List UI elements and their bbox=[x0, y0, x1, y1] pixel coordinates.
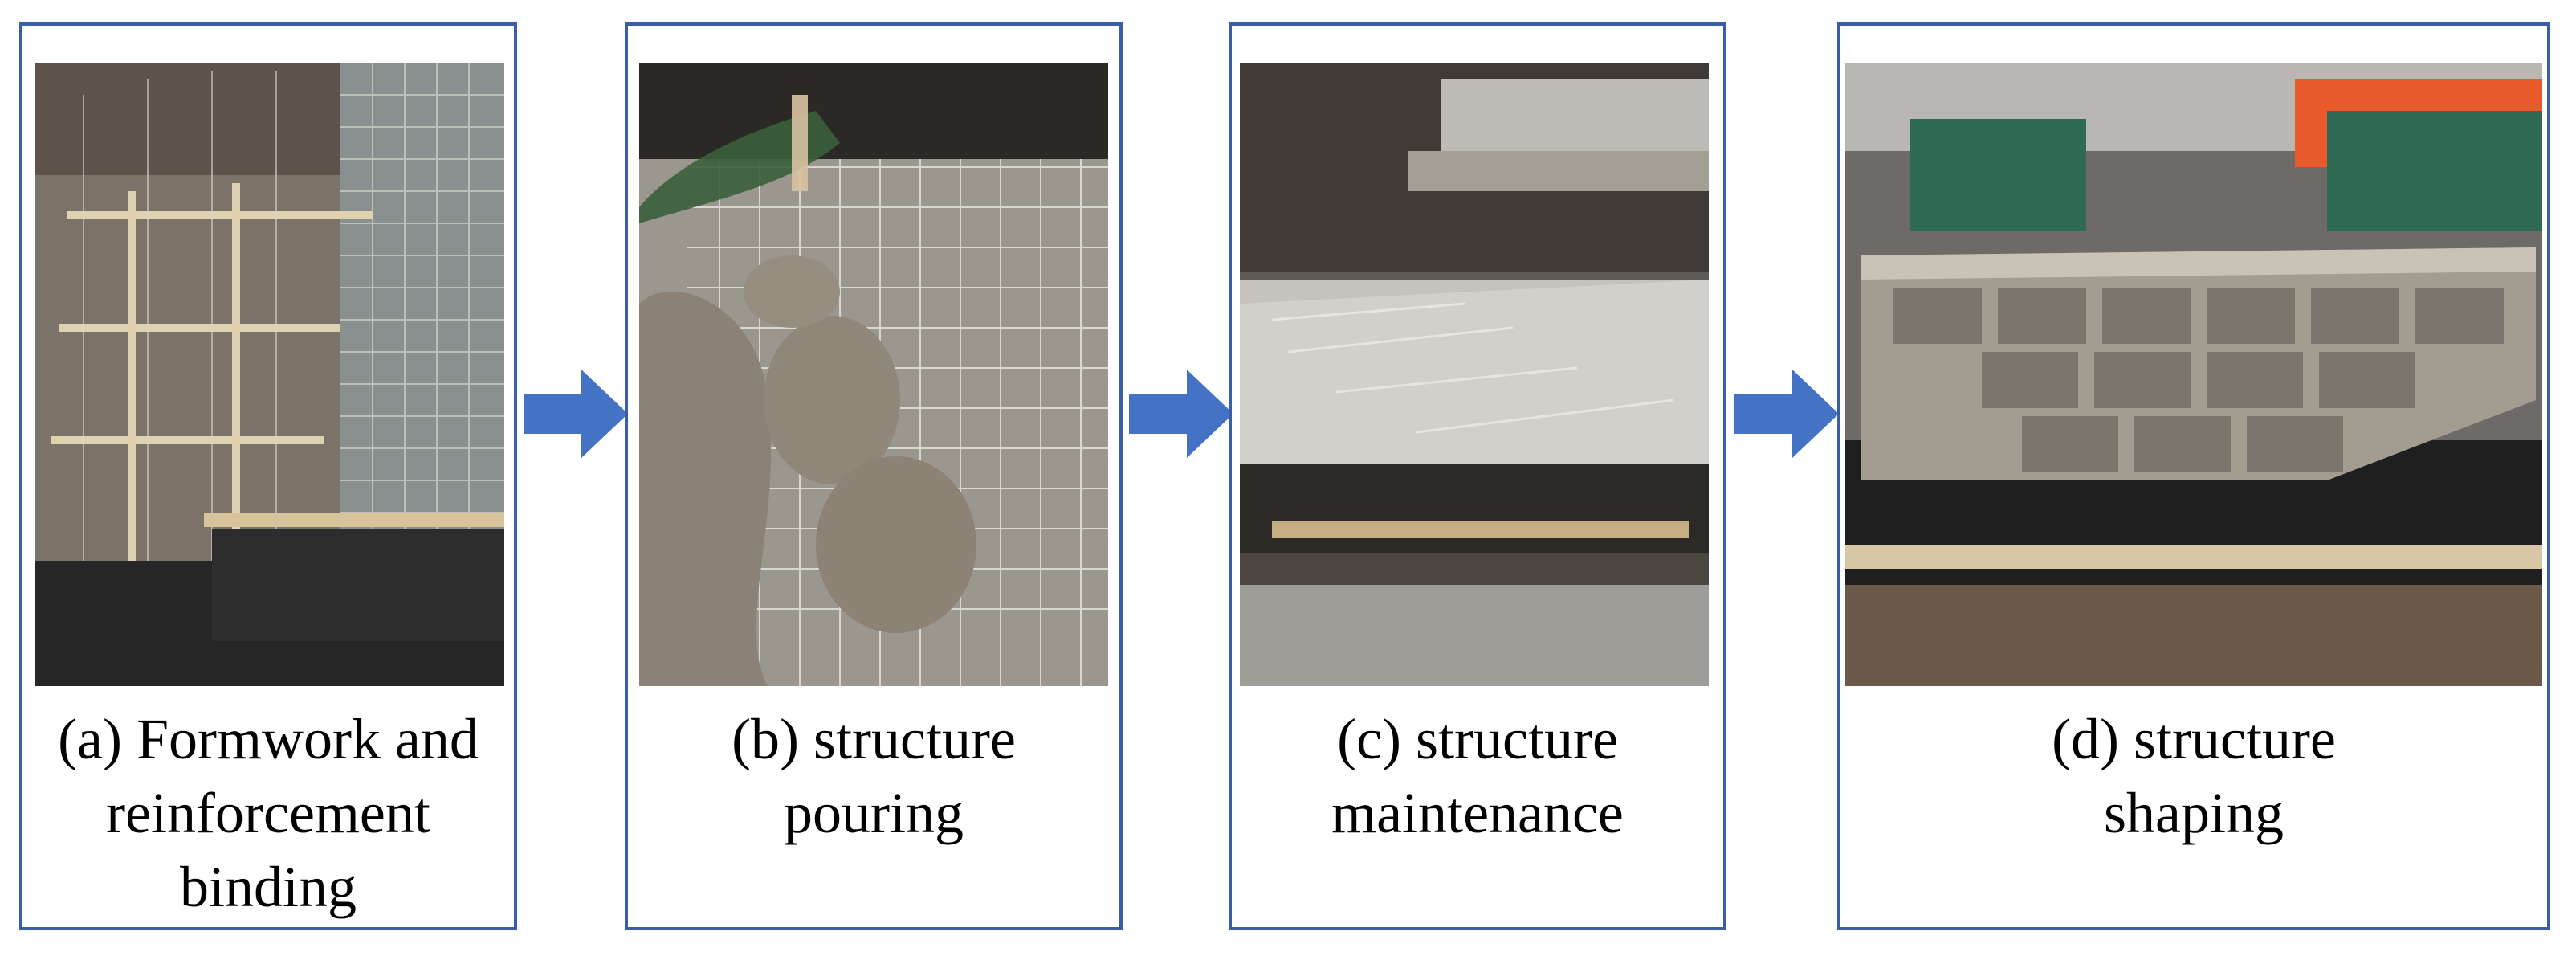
caption-a-line-3: binding bbox=[179, 855, 357, 919]
caption-b-line-2: pouring bbox=[784, 781, 964, 845]
caption-d-line-2: shaping bbox=[2104, 781, 2284, 845]
caption-c: (c) structure maintenance bbox=[1232, 702, 1723, 850]
panel-a: (a) Formwork and reinforcement binding bbox=[19, 22, 517, 930]
caption-d-line-1: (d) structure bbox=[2052, 707, 2336, 771]
panel-b: (b) structure pouring bbox=[625, 22, 1123, 930]
caption-c-line-2: maintenance bbox=[1331, 781, 1624, 845]
photo-structure-shaping bbox=[1845, 63, 2542, 686]
right-arrow-icon bbox=[1129, 370, 1233, 458]
right-arrow-icon bbox=[1734, 370, 1839, 458]
caption-b: (b) structure pouring bbox=[628, 702, 1119, 850]
caption-d: (d) structure shaping bbox=[1840, 702, 2547, 850]
right-arrow-icon bbox=[524, 370, 628, 458]
photo-structure-pouring bbox=[639, 63, 1108, 686]
photo-formwork-reinforcement bbox=[35, 63, 504, 686]
photo-structure-maintenance bbox=[1240, 63, 1709, 686]
caption-b-line-1: (b) structure bbox=[732, 707, 1016, 771]
caption-a-line-1: (a) Formwork and bbox=[58, 707, 479, 771]
caption-a: (a) Formwork and reinforcement binding bbox=[22, 702, 514, 924]
caption-c-line-1: (c) structure bbox=[1337, 707, 1618, 771]
panel-c: (c) structure maintenance bbox=[1229, 22, 1726, 930]
caption-a-line-2: reinforcement bbox=[106, 781, 430, 845]
panel-d: (d) structure shaping bbox=[1837, 22, 2550, 930]
